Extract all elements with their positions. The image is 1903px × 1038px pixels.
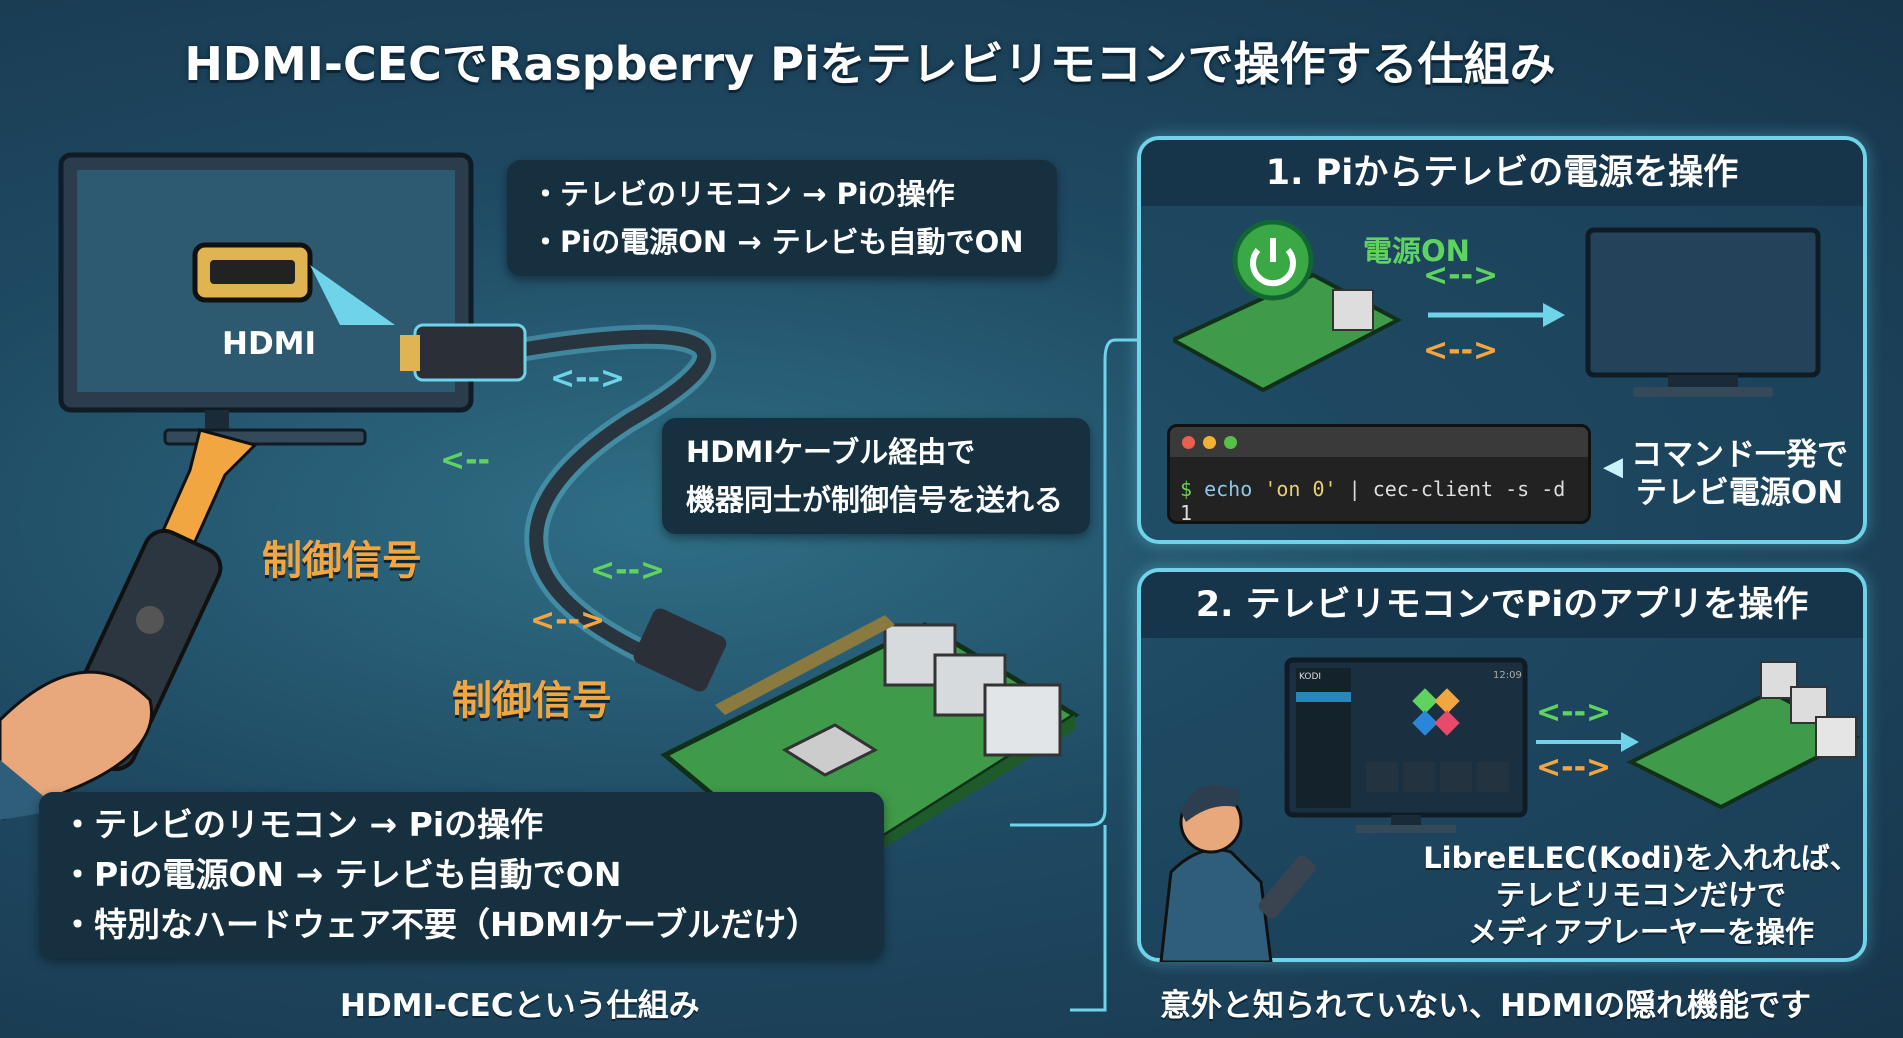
tv-illustration	[58, 152, 474, 446]
panel-remote-controls-pi: 2. テレビリモコンでPiのアプリを操作 <--> <--> KODI 12:0…	[1137, 568, 1867, 962]
panel-2-note: LibreELEC(Kodi)を入れれば、 テレビリモコンだけで メディアプレー…	[1421, 840, 1861, 951]
panel-1-title: 1. Piからテレビの電源を操作	[1141, 140, 1863, 206]
svg-text:<-->: <-->	[1423, 258, 1498, 293]
bubble-line: 機器同士が制御信号を送れる	[686, 483, 1064, 517]
summary-box: ・テレビのリモコン → Piの操作 ・Piの電源ON → テレビも自動でON ・…	[39, 792, 884, 958]
control-signal-label-2: 制御信号	[452, 678, 612, 724]
note-line: LibreELEC(Kodi)を入れれば、	[1423, 841, 1859, 875]
power-on-label: 電源ON	[1363, 234, 1470, 268]
terminal-window: $ echo 'on 0' | cec-client -s -d 1	[1167, 424, 1591, 524]
panel-2-title: 2. テレビリモコンでPiのアプリを操作	[1141, 572, 1863, 638]
control-signal-label-1: 制御信号	[262, 538, 422, 584]
kodi-scene-illustration: <--> <-->	[1159, 657, 1861, 962]
note-line: テレビ電源ON	[1635, 475, 1844, 511]
pi-to-tv-illustration: <--> <-->	[1173, 220, 1821, 397]
connector-lines	[1010, 338, 1137, 1012]
minimize-dot-icon	[1203, 435, 1216, 449]
feature-bubble-top: ・テレビのリモコン → Piの操作 ・Piの電源ON → テレビも自動でON	[507, 160, 1057, 276]
caption-right: 意外と知られていない、HDMIの隠れ機能です	[1160, 988, 1812, 1024]
prompt: $	[1180, 477, 1193, 501]
hdmi-plug-icon	[413, 323, 527, 382]
summary-line: ・Piの電源ON → テレビも自動でON	[61, 855, 622, 894]
svg-text:<-->: <-->	[530, 603, 605, 638]
remote-control-illustration	[0, 428, 258, 820]
svg-text:<-->: <-->	[1536, 695, 1611, 730]
kodi-logo-text: KODI	[1299, 672, 1322, 682]
note-line: コマンド一発で	[1631, 437, 1848, 473]
cmd: echo	[1204, 477, 1253, 501]
bubble-line: HDMIケーブル経由で	[686, 435, 976, 469]
note-line: メディアプレーヤーを操作	[1468, 915, 1814, 949]
bubble-line: ・Piの電源ON → テレビも自動でON	[531, 225, 1024, 259]
panel-pi-controls-tv: 1. Piからテレビの電源を操作 <--> <--> 電源ON $ echo '…	[1137, 136, 1867, 544]
svg-text:<-->: <-->	[590, 553, 665, 588]
arrow-left-icon: ◀	[1603, 452, 1623, 482]
summary-line: ・特別なハードウェア不要（HDMIケーブルだけ）	[61, 905, 820, 944]
svg-text:<-->: <-->	[1423, 333, 1498, 368]
note-line: テレビリモコンだけで	[1495, 878, 1786, 912]
cable-explanation-bubble: HDMIケーブル経由で 機器同士が制御信号を送れる	[662, 418, 1090, 534]
svg-text:<-->: <-->	[550, 361, 625, 396]
hdmi-cable-illustration: <--> <-- <--> <-->	[400, 323, 727, 692]
kodi-clock: 12:09	[1493, 670, 1522, 681]
tv-hdmi-label: HDMI	[222, 326, 317, 362]
page-title: HDMI-CECでRaspberry Piをテレビリモコンで操作する仕組み	[184, 37, 1556, 91]
panel-1-note: コマンド一発で テレビ電源ON	[1631, 436, 1848, 512]
svg-text:<-->: <-->	[1536, 750, 1611, 785]
caption-left: HDMI-CECという仕組み	[340, 988, 700, 1024]
svg-text:<--: <--	[440, 443, 490, 478]
summary-line: ・テレビのリモコン → Piの操作	[61, 805, 544, 844]
cmd-arg: 'on 0'	[1264, 477, 1337, 501]
maximize-dot-icon	[1224, 435, 1237, 449]
close-dot-icon	[1182, 435, 1195, 449]
bubble-line: ・テレビのリモコン → Piの操作	[531, 177, 955, 211]
terminal-command: $ echo 'on 0' | cec-client -s -d 1	[1170, 457, 1588, 524]
cmd-rest: | cec-client -s -d 1	[1180, 477, 1566, 524]
